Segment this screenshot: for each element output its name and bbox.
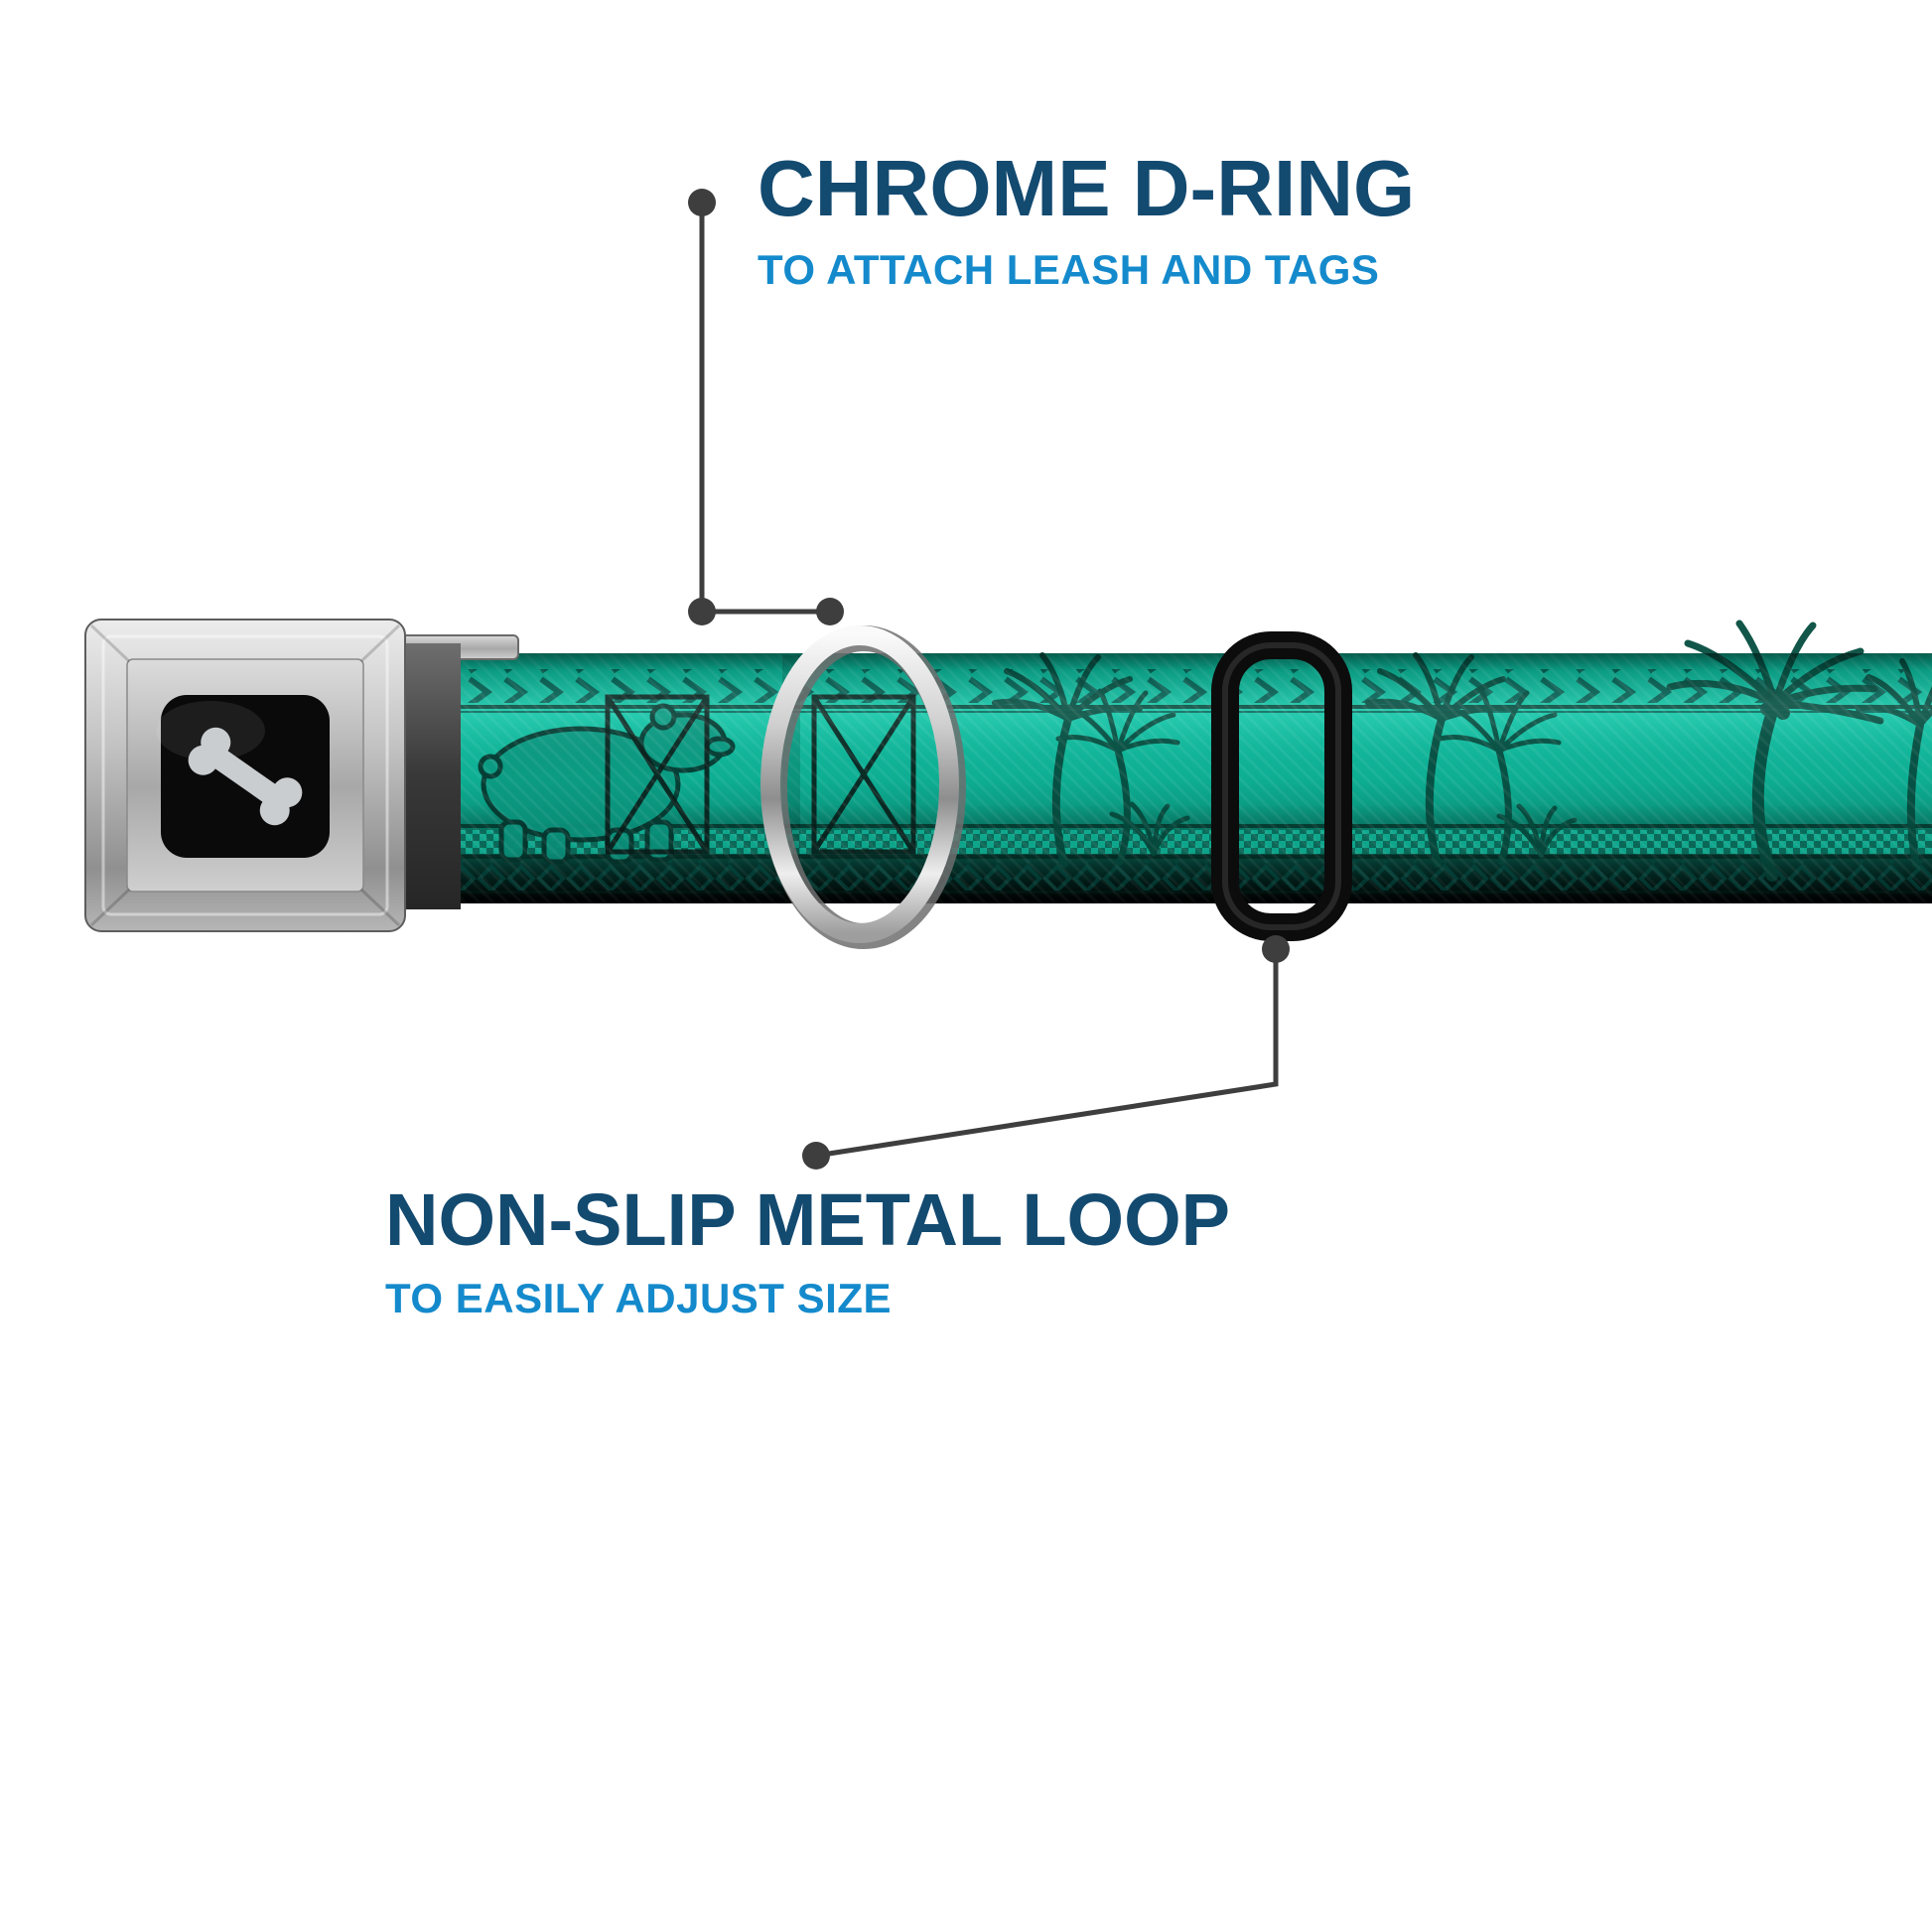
- callout-dot: [802, 1142, 830, 1170]
- callout-metal-loop: NON-SLIP METAL LOOP TO EASILY ADJUST SIZ…: [385, 1183, 1230, 1322]
- callout-lines: [688, 189, 1290, 1170]
- callout-title-metal-loop: NON-SLIP METAL LOOP: [385, 1178, 1231, 1261]
- callout-subtitle-d-ring: TO ATTACH LEASH AND TAGS: [758, 246, 1380, 293]
- callout-dot: [688, 598, 716, 625]
- chrome-d-ring: [760, 625, 966, 949]
- metal-slider-loop: [1211, 631, 1352, 941]
- callout-dot: [816, 598, 844, 625]
- callout-dot: [1262, 935, 1290, 963]
- patterned-strap: [392, 620, 1932, 903]
- callout-subtitle-metal-loop: TO EASILY ADJUST SIZE: [385, 1275, 892, 1321]
- seatbelt-buckle: [84, 619, 519, 932]
- callout-line-loop: [815, 949, 1279, 1159]
- dog-bone-icon: [188, 727, 303, 826]
- callout-title-d-ring: CHROME D-RING: [758, 144, 1416, 232]
- callout-d-ring: CHROME D-RING TO ATTACH LEASH AND TAGS: [758, 149, 1415, 294]
- callout-dot: [688, 189, 716, 216]
